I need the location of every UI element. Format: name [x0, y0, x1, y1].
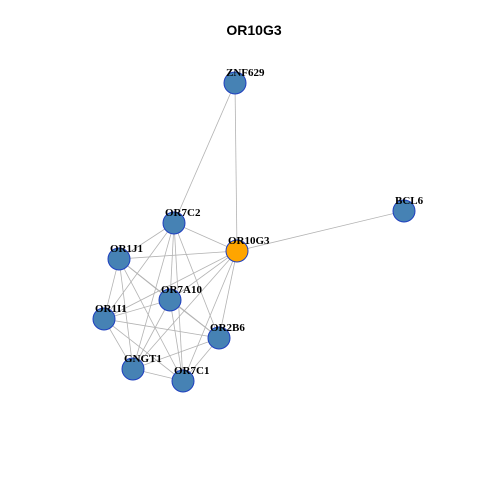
node-label: GNGT1 — [124, 353, 162, 365]
edge-znf629-or7c2 — [173, 82, 236, 224]
node-label: OR10G3 — [228, 235, 270, 247]
node-gngt1: GNGT1 — [121, 353, 162, 381]
node-znf629: ZNF629 — [223, 67, 265, 95]
node-label: OR7C1 — [174, 365, 209, 377]
node-or1j1: OR1J1 — [107, 243, 143, 271]
edge-or10g3-gngt1 — [132, 250, 238, 370]
edge-or7c2-gngt1 — [132, 222, 175, 370]
node-or2b6: OR2B6 — [207, 322, 245, 350]
node-circle — [171, 369, 195, 393]
node-or7a10: OR7A10 — [158, 284, 202, 312]
edge-layer — [103, 82, 405, 382]
edge-or10g3-znf629 — [234, 82, 238, 252]
node-label: OR7C2 — [165, 207, 201, 219]
edge-or1i1-or2b6 — [103, 318, 220, 339]
node-or7c2: OR7C2 — [162, 207, 201, 235]
edge-or1j1-or7c1 — [118, 258, 184, 382]
node-label: OR2B6 — [210, 322, 245, 334]
node-circle — [223, 71, 247, 95]
node-circle — [158, 288, 182, 312]
node-layer: OR10G3 ZNF629BCL6OR7C2OR1J1OR7A10OR1I1OR2… — [92, 67, 424, 393]
edge-or7a10-or7c1 — [169, 299, 184, 382]
edge-or10g3-bcl6 — [236, 210, 405, 252]
diagram-title: OR10G3 — [226, 22, 281, 38]
edge-or10g3-or2b6 — [218, 250, 238, 339]
node-bcl6: BCL6 — [392, 195, 424, 223]
edge-or1j1-gngt1 — [118, 258, 134, 370]
edge-or10g3-or7a10 — [169, 250, 238, 301]
node-label: OR7A10 — [161, 284, 202, 296]
node-label: ZNF629 — [226, 67, 265, 79]
node-circle — [225, 239, 249, 263]
edge-or7c2-or7a10 — [169, 222, 175, 301]
node-label: BCL6 — [395, 195, 424, 207]
edge-or2b6-gngt1 — [132, 337, 220, 370]
node-circle — [107, 247, 131, 271]
node-or7c1: OR7C1 — [171, 365, 209, 393]
edge-or10g3-or1j1 — [118, 250, 238, 260]
edge-or7c2-or1i1 — [103, 222, 175, 320]
node-circle — [162, 211, 186, 235]
node-circle — [392, 199, 416, 223]
node-circle — [121, 357, 145, 381]
edge-or7a10-gngt1 — [132, 299, 171, 370]
node-or1i1: OR1I1 — [92, 303, 127, 331]
node-circle — [207, 326, 231, 350]
node-or10g3: OR10G3 — [225, 235, 270, 263]
node-label: OR1I1 — [95, 303, 127, 315]
edge-or1i1-or7c1 — [103, 318, 184, 382]
edge-or7c2-or2b6 — [173, 222, 220, 339]
node-circle — [92, 307, 116, 331]
node-label: OR1J1 — [110, 243, 143, 255]
